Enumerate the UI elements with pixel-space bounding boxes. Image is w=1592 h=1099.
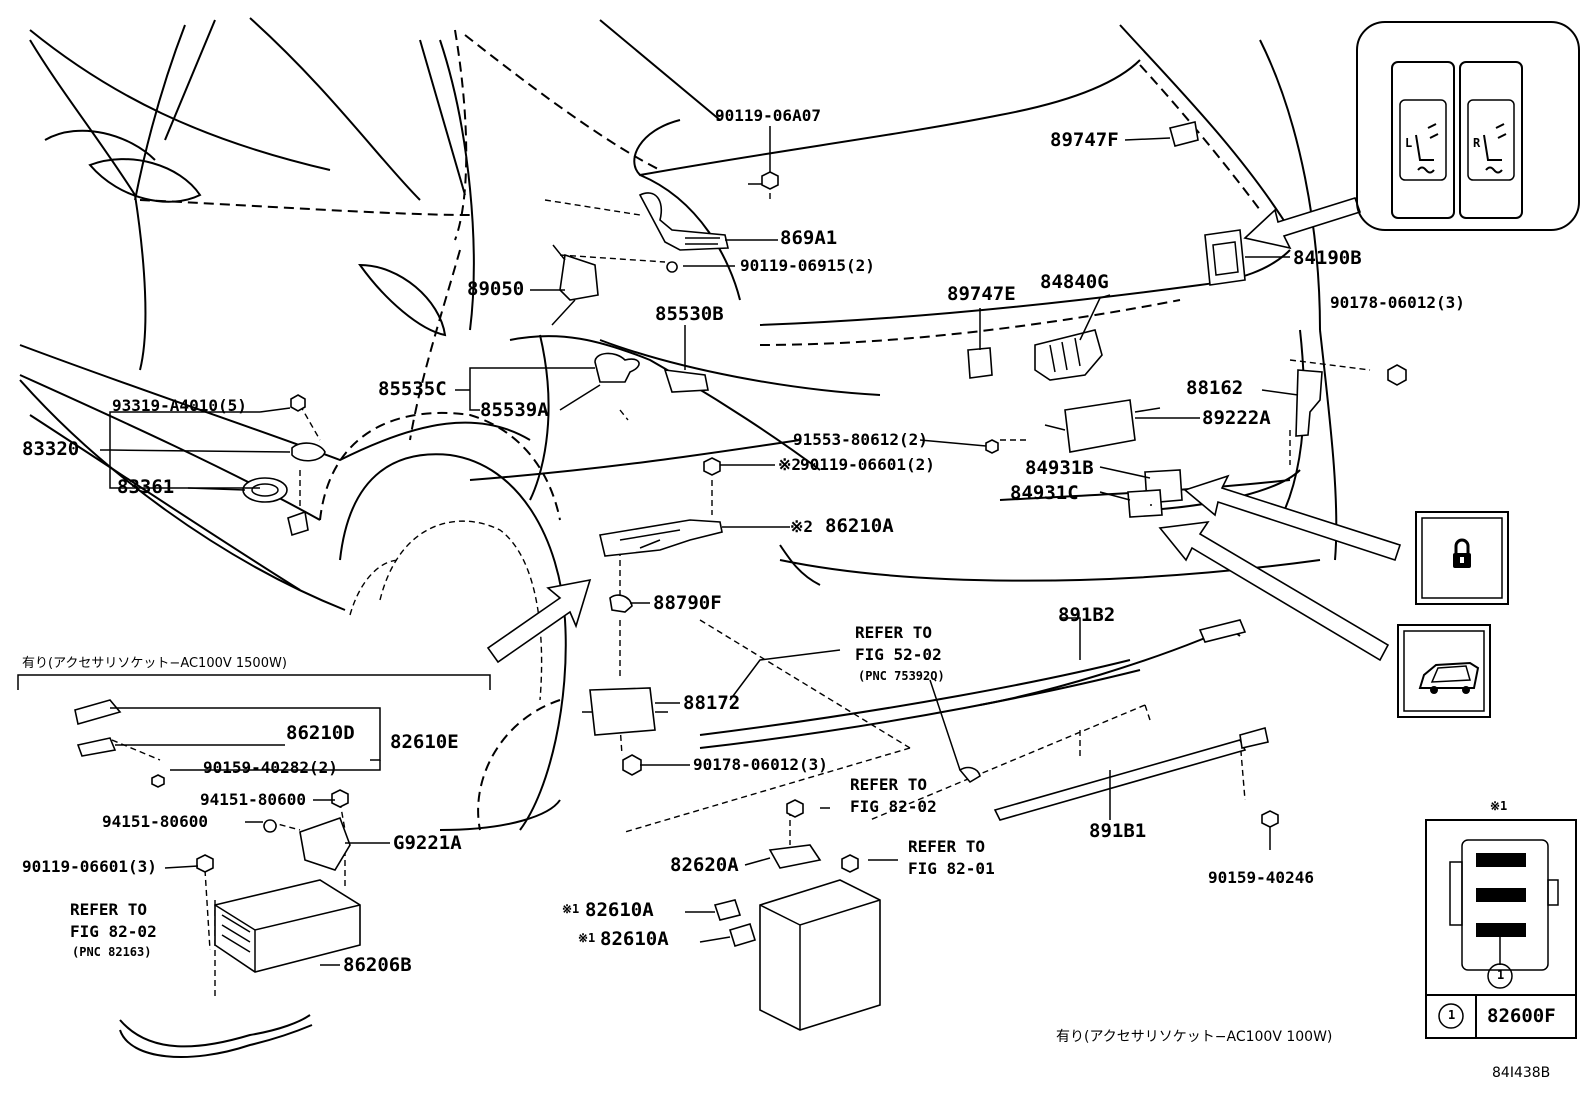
part-label-91553-80612: 91553-80612(2) xyxy=(793,430,928,449)
part-label-90119-06601-2: 90119-06601(2) xyxy=(800,455,935,474)
variant-note-1500w: 有り(アクセサリソケット−AC100V 1500W) xyxy=(22,656,287,671)
inset-kome1-mark: ※1 xyxy=(1490,799,1508,813)
part-label-94151-80600-b: 94151-80600 xyxy=(102,812,208,831)
part-shapes xyxy=(74,121,1407,1058)
part-label-89050: 89050 xyxy=(467,278,525,300)
part-label-g9221a: G9221A xyxy=(393,832,462,854)
vehicle-body-outline xyxy=(19,17,1338,831)
frames xyxy=(17,21,1580,1039)
illustration-id: 84I438B xyxy=(1492,1065,1551,1081)
part-label-88172: 88172 xyxy=(683,692,741,714)
arrow-to-84931C xyxy=(1158,520,1390,662)
part-label-869a1: 869A1 xyxy=(780,227,838,249)
leader-lines xyxy=(100,126,1299,966)
kome2-mark: ※2 xyxy=(790,517,814,536)
part-label-88790f: 88790F xyxy=(653,592,722,614)
part-label-84931b: 84931B xyxy=(1025,457,1094,479)
part-label-90119-06915: 90119-06915(2) xyxy=(740,256,875,275)
part-label-85530b: 85530B xyxy=(655,303,724,325)
kome2-mark: ※2 xyxy=(778,455,802,474)
part-label-82600f: 82600F xyxy=(1487,1005,1556,1027)
part-label-88162: 88162 xyxy=(1186,377,1244,399)
part-label-93319-a4010: 93319-A4010(5) xyxy=(112,396,247,415)
refer-to-fig-82-02-b: REFER TO xyxy=(70,900,148,919)
part-label-82610a-1: 82610A xyxy=(585,899,654,921)
part-label-82610a-2: 82610A xyxy=(600,928,669,950)
part-label-86210d: 86210D xyxy=(286,722,355,744)
kome1-mark: ※1 xyxy=(578,931,596,945)
part-label-86206b: 86206B xyxy=(343,954,412,976)
part-label-90119-06601-3: 90119-06601(3) xyxy=(22,857,157,876)
refer-to-fig-82-02-b-fig: FIG 82-02 xyxy=(70,922,157,941)
part-label-84840g: 84840G xyxy=(1040,271,1109,293)
lock-icon xyxy=(1453,538,1471,568)
arrow-to-84931B xyxy=(1183,474,1402,562)
part-label-94151-80600-a: 94151-80600 xyxy=(200,790,306,809)
part-label-89747f: 89747F xyxy=(1050,129,1119,151)
refer-to-fig-52-02-pnc: (PNC 75392Q) xyxy=(858,669,945,683)
kome1-mark: ※1 xyxy=(562,902,580,916)
part-label-90119-06a07: 90119-06A07 xyxy=(715,106,821,125)
refer-to-fig-52-02: REFER TO xyxy=(855,623,933,642)
part-label-83361: 83361 xyxy=(117,476,175,498)
refer-to-fig-82-02-a: REFER TO xyxy=(850,775,928,794)
switch-right-label: R xyxy=(1473,136,1481,150)
part-label-82610e: 82610E xyxy=(390,731,459,753)
refer-to-fig-82-01-fig: FIG 82-01 xyxy=(908,859,995,878)
refer-to-fig-82-02-a-fig: FIG 82-02 xyxy=(850,797,937,816)
variant-note-100w: 有り(アクセサリソケット−AC100V 100W) xyxy=(1056,1029,1333,1045)
part-label-84190b: 84190B xyxy=(1293,247,1362,269)
part-label-891b2: 891B2 xyxy=(1058,604,1116,626)
part-label-83320: 83320 xyxy=(22,438,80,460)
vehicle-rear-icon xyxy=(1418,661,1480,694)
part-label-85535c: 85535C xyxy=(378,378,447,400)
part-label-90178-06012-a: 90178-06012(3) xyxy=(693,755,828,774)
part-label-90159-40282: 90159-40282(2) xyxy=(203,758,338,777)
refer-to-fig-82-02-b-pnc: (PNC 82163) xyxy=(72,945,152,959)
inset-legend-circle-number: 1 xyxy=(1448,1008,1456,1022)
part-label-90178-06012-b: 90178-06012(3) xyxy=(1330,293,1465,312)
part-label-84931c: 84931C xyxy=(1010,482,1079,504)
switch-left-label: L xyxy=(1405,136,1413,150)
part-label-86210a: 86210A xyxy=(825,515,894,537)
inset-circle-number: 1 xyxy=(1497,968,1505,982)
part-label-89222a: 89222A xyxy=(1202,407,1271,429)
part-label-891b1: 891B1 xyxy=(1089,820,1147,842)
arrow-to-84190B xyxy=(1243,197,1362,250)
refer-to-fig-52-02-fig: FIG 52-02 xyxy=(855,645,942,664)
part-label-89747e: 89747E xyxy=(947,283,1016,305)
refer-to-fig-82-01: REFER TO xyxy=(908,837,986,856)
part-label-85539a: 85539A xyxy=(480,399,549,421)
callout-arrows xyxy=(486,197,1402,664)
part-label-82620a: 82620A xyxy=(670,854,739,876)
arrow-to-86210A xyxy=(486,578,592,664)
part-label-90159-40246: 90159-40246 xyxy=(1208,868,1314,887)
seat-heater-icon xyxy=(1415,123,1507,174)
